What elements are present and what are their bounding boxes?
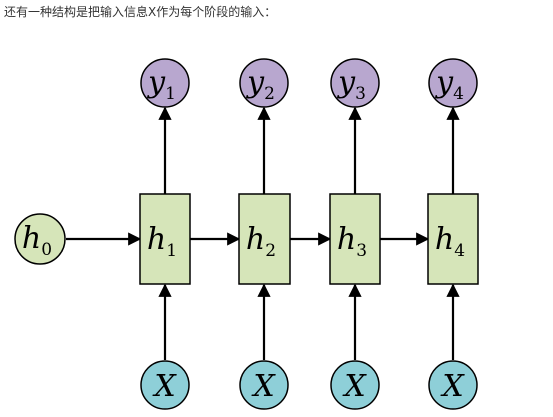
hidden-box-4 [427,193,479,285]
hidden-state-2: h2 [238,193,291,285]
input-node-3: X [330,360,380,410]
input-node-1: X [140,360,190,410]
output-letter-2: y [245,65,265,100]
svg-text:h1: h1 [147,222,177,261]
hidden-letter-1: h [147,222,166,257]
svg-text:h4: h4 [435,222,465,261]
initial-state-letter: h [22,221,41,256]
hidden-index-3: 3 [356,241,367,261]
output-index-4: 4 [453,84,464,104]
hidden-index-1: 1 [166,241,177,261]
hidden-state-3: h3 [329,193,381,285]
output-circle-1 [140,58,190,108]
output-letter-3: y [336,65,356,100]
input-circle-2 [239,360,289,410]
svg-text:y4: y4 [434,65,464,104]
arrows [66,106,460,360]
input-letter-3: X [342,369,367,404]
input-letter-2: X [251,369,276,404]
caption-text: 还有一种结构是把输入信息X作为每个阶段的输入： [4,5,277,19]
output-node-4: y4 [428,58,478,108]
hidden-letter-4: h [435,222,454,257]
output-node-3: y3 [330,58,380,108]
hidden-state-1: h1 [139,193,191,285]
output-index-1: 1 [165,84,176,104]
svg-text:y3: y3 [336,65,366,104]
svg-text:h3: h3 [337,222,367,261]
input-node-2: X [239,360,289,410]
hidden-state-4: h4 [427,193,479,285]
svg-text:h2: h2 [246,222,276,261]
hidden-letter-2: h [246,222,265,257]
initial-state-node: h0 [14,213,66,265]
hidden-index-2: 2 [265,241,276,261]
input-letter-4: X [440,369,465,404]
hidden-letter-3: h [337,222,356,257]
input-circle-4 [428,360,478,410]
input-circle-3 [330,360,380,410]
hidden-box-1 [139,193,191,285]
output-index-3: 3 [355,84,366,104]
output-node-2: y2 [239,58,289,108]
output-circle-2 [239,58,289,108]
hidden-index-4: 4 [454,241,465,261]
input-node-4: X [428,360,478,410]
output-node-1: y1 [140,58,190,108]
input-circle-1 [140,360,190,410]
hidden-box-3 [329,193,381,285]
initial-state-circle [14,213,66,265]
svg-text:h0: h0 [22,221,52,260]
output-circle-4 [428,58,478,108]
output-letter-4: y [434,65,454,100]
svg-text:y1: y1 [146,65,176,104]
output-circle-3 [330,58,380,108]
svg-text:y2: y2 [245,65,275,104]
initial-state-index: 0 [41,240,52,260]
output-index-2: 2 [264,84,275,104]
input-letter-1: X [152,369,177,404]
output-letter-1: y [146,65,166,100]
hidden-box-2 [238,193,291,285]
